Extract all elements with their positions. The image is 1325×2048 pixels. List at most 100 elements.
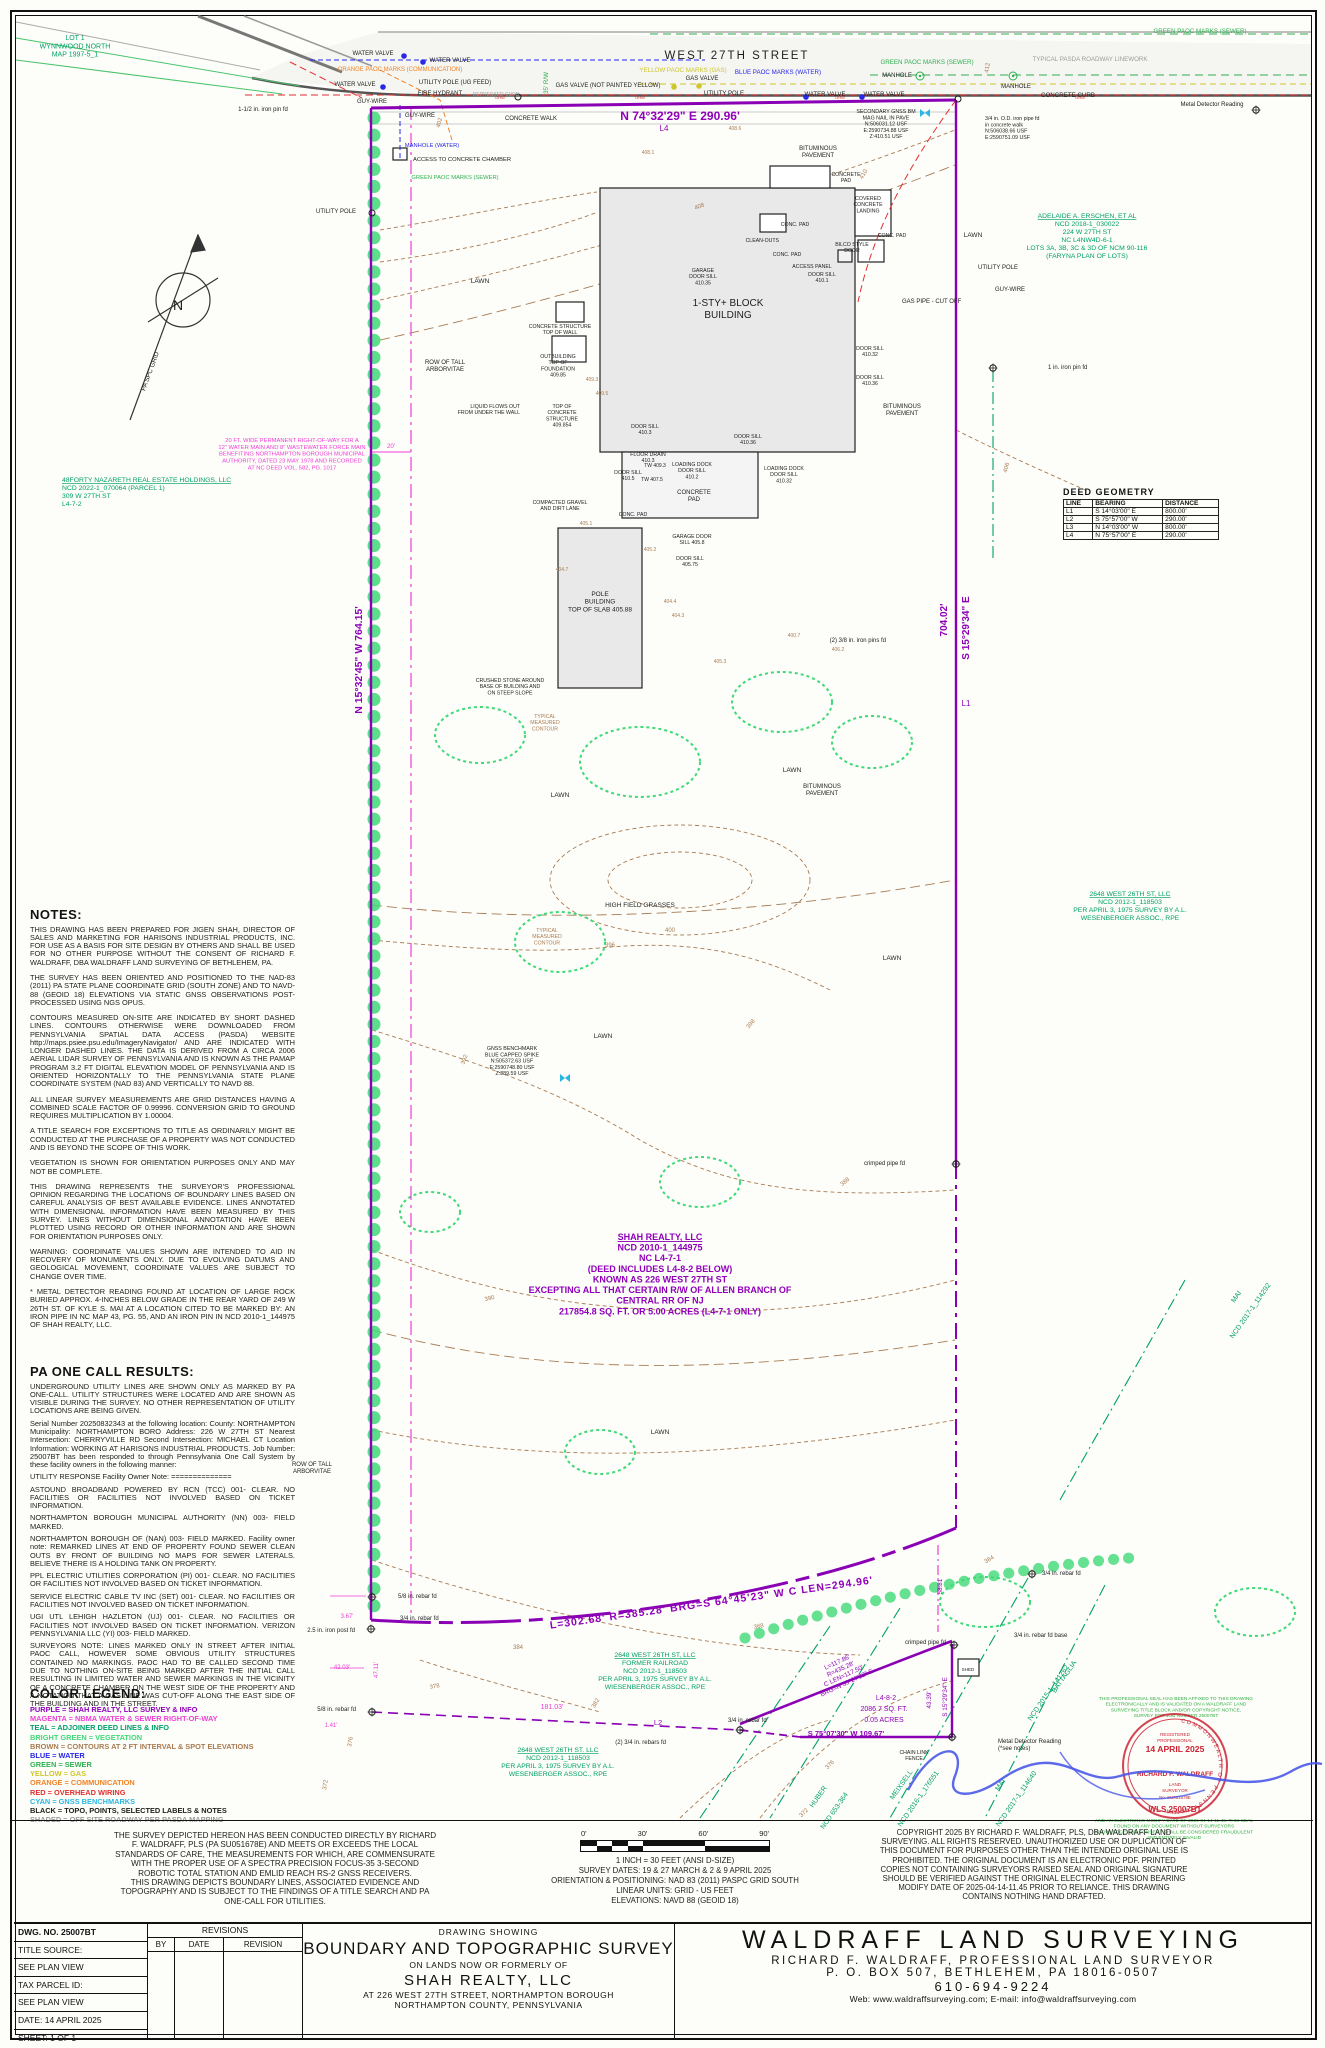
point-symbols: [366, 53, 1261, 1742]
map-label: N 15°32'45" W 764.15': [353, 606, 365, 714]
revisions-col-header: BY: [148, 1938, 175, 1951]
map-label: YELLOW PAOC MARKS (GAS): [639, 67, 726, 74]
map-label: 3/4 in. rebar fd base: [1014, 1633, 1068, 1639]
map-label: 400.7: [788, 633, 801, 639]
pa-one-call-block: PA ONE CALL RESULTS: UNDERGROUND UTILITY…: [30, 1364, 295, 1712]
map-label: UTILITY POLE: [978, 265, 1018, 271]
drawing-title: BOUNDARY AND TOPOGRAPHIC SURVEY: [303, 1939, 674, 1958]
sheet-border-inner: [15, 15, 1312, 2035]
map-label: GREEN PAOC MARKS (SEWER): [880, 59, 973, 66]
map-label: CONC. PAD: [878, 233, 907, 239]
text-line: THIS DRAWING DEPICTS BOUNDARY LINES, ASS…: [130, 1877, 420, 1887]
map-label: ACCESS PANEL: [792, 264, 832, 270]
signature: [906, 1750, 1323, 1795]
map-label: 3/4 in. rebar fd: [728, 1718, 767, 1724]
map-label: Metal Detector Reading(*see notes): [998, 1739, 1061, 1752]
seal-surveyor: SURVEYOR: [1162, 1788, 1188, 1793]
legend-item: BLUE = WATER: [30, 1750, 85, 1760]
deed-cell: 290.00': [1162, 531, 1219, 540]
legend-item: GREEN = SEWER: [30, 1760, 92, 1770]
deed-cell: N 14°03'00" W: [1092, 523, 1164, 532]
paragraph: THIS DRAWING HAS BEEN PREPARED FOR JIGEN…: [30, 924, 295, 967]
map-label: 388: [840, 1176, 852, 1187]
map-label: PA SPC GRID: [140, 351, 161, 392]
valve-symbol: [859, 94, 865, 100]
map-label: L2: [654, 1718, 662, 1727]
legend-item: CYAN = GNSS BENCHMARKS: [30, 1796, 136, 1806]
utility-lines: [245, 33, 1311, 303]
text-line: F. WALDRAFF, PLS (PA SU051678E) AND MEET…: [131, 1840, 419, 1850]
map-label: TYPICAL PASDA ROADWAY LINEWORK: [1032, 56, 1148, 63]
text-line: SHOULD BE VERIFIED AGAINST THE ORIGINAL …: [882, 1873, 1186, 1883]
map-label: L=302.68' R=385.28' BRG=S 64°45'23" W C …: [549, 1574, 874, 1631]
map-label: 390: [484, 1295, 496, 1304]
text-line: COPYRIGHT 2025 BY RICHARD F. WALDRAFF, P…: [896, 1828, 1172, 1837]
map-label: 384: [984, 1555, 996, 1566]
map-label: 47.11': [373, 1662, 380, 1678]
outbuilding: [551, 335, 587, 363]
map-label: GUY-WIRE: [357, 99, 387, 105]
map-label: AND AN ELECTRONIC MODIFY DATE OF 2025-04…: [1095, 1818, 1253, 1841]
paragraph: * METAL DETECTOR READING FOUND AT LOCATI…: [30, 1286, 295, 1330]
scale-tick: 0': [581, 1829, 587, 1838]
deed-col-header: LINE: [1062, 499, 1094, 508]
title-block-info: DWG. NO. 25007BT TITLE SOURCE:SEE PLAN V…: [14, 1924, 148, 2043]
map-label: WATER VALVE: [804, 92, 845, 98]
map-label: 404.7: [556, 567, 569, 573]
map-label: L1: [962, 699, 971, 708]
deed-cell: 800.00': [1162, 523, 1219, 532]
map-label: 3.67': [341, 1614, 354, 1620]
map-label: 378: [429, 1683, 441, 1691]
map-label: 20 FT. WIDE PERMANENT RIGHT-OF-WAY FOR A…: [218, 438, 365, 471]
valve-symbol: [401, 53, 407, 59]
map-label: 382: [591, 1697, 602, 1709]
street-linework: [15, 14, 1311, 125]
seal-land: LAND: [1169, 1782, 1182, 1787]
paragraph: Serial Number 20250832343 at the followi…: [30, 1418, 295, 1470]
scale-ticks: 0'30'60'90': [581, 1829, 769, 1839]
copyright-block: COPYRIGHT 2025 BY RICHARD F. WALDRAFF, P…: [848, 1828, 1220, 1902]
legend-item: ORANGE = COMMUNICATION: [30, 1778, 135, 1788]
map-label: GREEN PAOC MARKS (SEWER): [1153, 28, 1246, 35]
paragraph: THIS DRAWING REPRESENTS THE SURVEYOR'S P…: [30, 1181, 295, 1241]
text-line: SURVEYING. ALL RIGHTS RESERVED. UNAUTHOR…: [881, 1837, 1187, 1847]
map-label: NCD 2017-1_114292: [1229, 1282, 1272, 1340]
text-line: ORIENTATION & POSITIONING: NAD 83 (2011)…: [551, 1876, 799, 1885]
map-label: L=117.86'R=435.28'C LEN=117.50'BRG=N 53°…: [810, 1647, 875, 1698]
map-label: FIRE HYDRANT: [418, 91, 463, 97]
deed-cell: L4: [1062, 531, 1094, 540]
title-block: DWG. NO. 25007BT TITLE SOURCE:SEE PLAN V…: [14, 1922, 1311, 2043]
firm-cell: WALDRAFF LAND SURVEYING RICHARD F. WALDR…: [675, 1924, 1311, 2040]
drawing-title-cell: DRAWING SHOWING BOUNDARY AND TOPOGRAPHIC…: [303, 1924, 675, 2040]
pin-symbol: [366, 1624, 376, 1634]
text-line: COPIES NOT CONTAINING SURVEYORS RAISED S…: [880, 1864, 1188, 1874]
map-label: 181.03': [541, 1704, 564, 1711]
text-line: CONTAINS NOTHING HAND DRAFTED.: [962, 1892, 1106, 1902]
map-label: N: [173, 297, 183, 313]
map-label: UTILITY POLE (UG FEED): [419, 80, 491, 86]
title-block-row: SHEET: 1 OF 1: [18, 2032, 77, 2043]
valve-symbol: [671, 84, 677, 90]
deed-cell: 290.00': [1162, 515, 1219, 524]
map-label: 3/4 in. rebar fd: [400, 1616, 439, 1622]
map-label: TW 409.3: [644, 463, 666, 469]
